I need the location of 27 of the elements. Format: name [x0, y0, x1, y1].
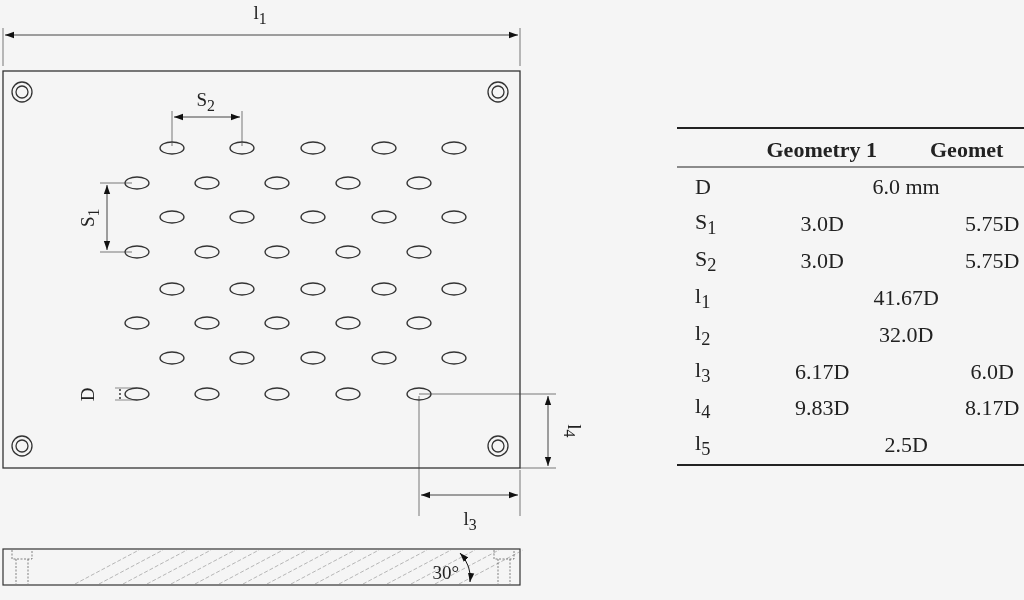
- dimension-label: l$_{3}$: [463, 509, 477, 533]
- table-value: 3.0D: [800, 213, 844, 235]
- table-value: 41.67D: [873, 287, 939, 309]
- table-value: 9.83D: [795, 397, 850, 419]
- row-label: l$_{2}$: [695, 321, 711, 349]
- row-label: S$_{1}$: [695, 210, 717, 238]
- dimension-label: l$_{1}$: [253, 3, 267, 27]
- table-value: 8.17D: [965, 397, 1020, 419]
- table-value: 6.0D: [970, 361, 1014, 383]
- table-value: 3.0D: [800, 250, 844, 272]
- row-label: l$_{4}$: [695, 394, 711, 422]
- column-heading: Geometry 1: [766, 139, 878, 161]
- dimension-label: S$_{2}$: [196, 90, 215, 114]
- table-value: 2.5D: [884, 434, 928, 456]
- table-value: 6.17D: [795, 361, 850, 383]
- table-value: 32.0D: [879, 324, 934, 346]
- row-label: l$_{3}$: [695, 358, 711, 386]
- table-value: 5.75D: [965, 250, 1020, 272]
- row-label: S$_{2}$: [695, 247, 717, 275]
- table-value: 6.0 mm: [872, 176, 940, 198]
- dimension-label: D: [78, 387, 98, 401]
- row-label: l$_{1}$: [695, 284, 711, 312]
- row-label: l$_{5}$: [695, 431, 711, 459]
- column-heading: Geomet: [930, 139, 1004, 161]
- row-label: D: [695, 176, 711, 198]
- dimension-label: 30°: [432, 562, 460, 582]
- table-value: 5.75D: [965, 213, 1020, 235]
